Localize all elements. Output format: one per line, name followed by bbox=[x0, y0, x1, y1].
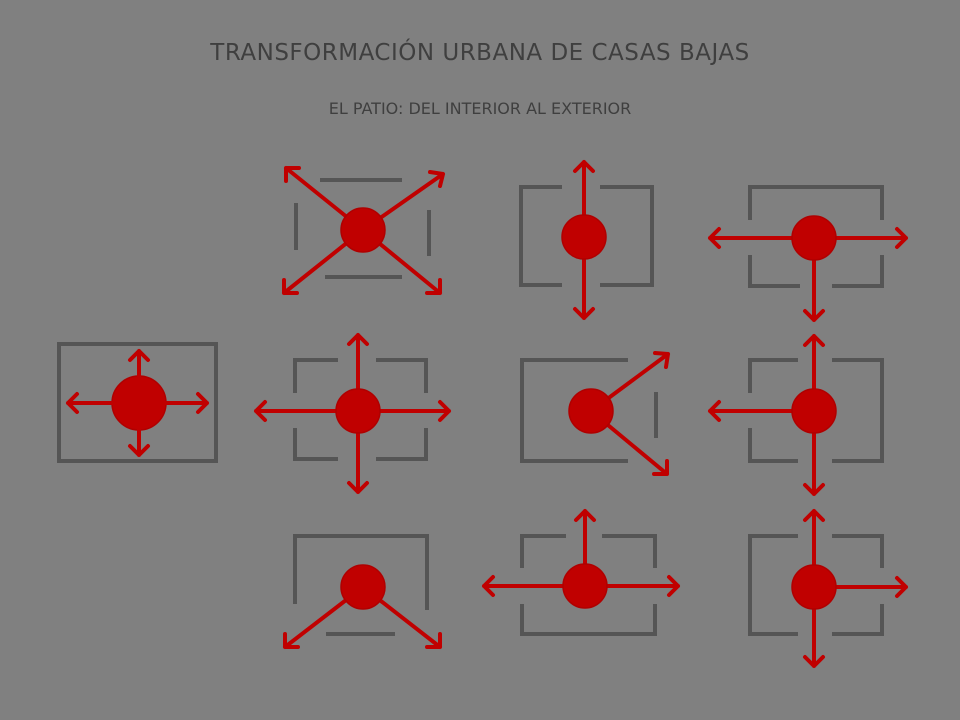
house-walls bbox=[520, 358, 658, 463]
patio-circle bbox=[335, 388, 381, 434]
patio-circle bbox=[568, 388, 614, 434]
arrow-left bbox=[66, 392, 141, 414]
house-walls bbox=[748, 358, 884, 463]
patio-circle bbox=[340, 207, 386, 253]
house-walls bbox=[520, 534, 657, 636]
patio-circle bbox=[562, 563, 608, 609]
patio-closed-house bbox=[57, 342, 218, 463]
patio-three-openings-right bbox=[748, 509, 908, 668]
house-walls bbox=[293, 358, 428, 461]
page-title: TRANSFORMACIÓN URBANA DE CASAS BAJAS bbox=[210, 40, 750, 66]
patio-three-openings bbox=[708, 185, 908, 322]
arrow-up bbox=[128, 349, 150, 405]
patio-corner-openings bbox=[282, 166, 445, 295]
patio-circle bbox=[561, 214, 607, 260]
patio-four-openings bbox=[254, 333, 451, 494]
patio-right-openings bbox=[520, 351, 670, 476]
house-walls bbox=[294, 178, 431, 279]
arrow-down bbox=[128, 401, 150, 457]
patio-three-openings-left bbox=[708, 334, 884, 496]
house-walls bbox=[748, 534, 884, 636]
page-subtitle: EL PATIO: DEL INTERIOR AL EXTERIOR bbox=[328, 99, 632, 118]
house-walls bbox=[293, 534, 429, 636]
patio-circle bbox=[791, 215, 837, 261]
house-walls bbox=[57, 342, 218, 463]
house-walls bbox=[748, 185, 884, 288]
patio-three-openings-top bbox=[482, 509, 680, 636]
patio-circle bbox=[791, 564, 837, 610]
patio-circle bbox=[340, 564, 386, 610]
arrow-right bbox=[137, 392, 209, 414]
house-walls bbox=[519, 185, 654, 287]
patio-vertical-openings bbox=[519, 160, 654, 320]
patio-bottom-openings bbox=[283, 534, 442, 649]
patio-circle bbox=[791, 388, 837, 434]
